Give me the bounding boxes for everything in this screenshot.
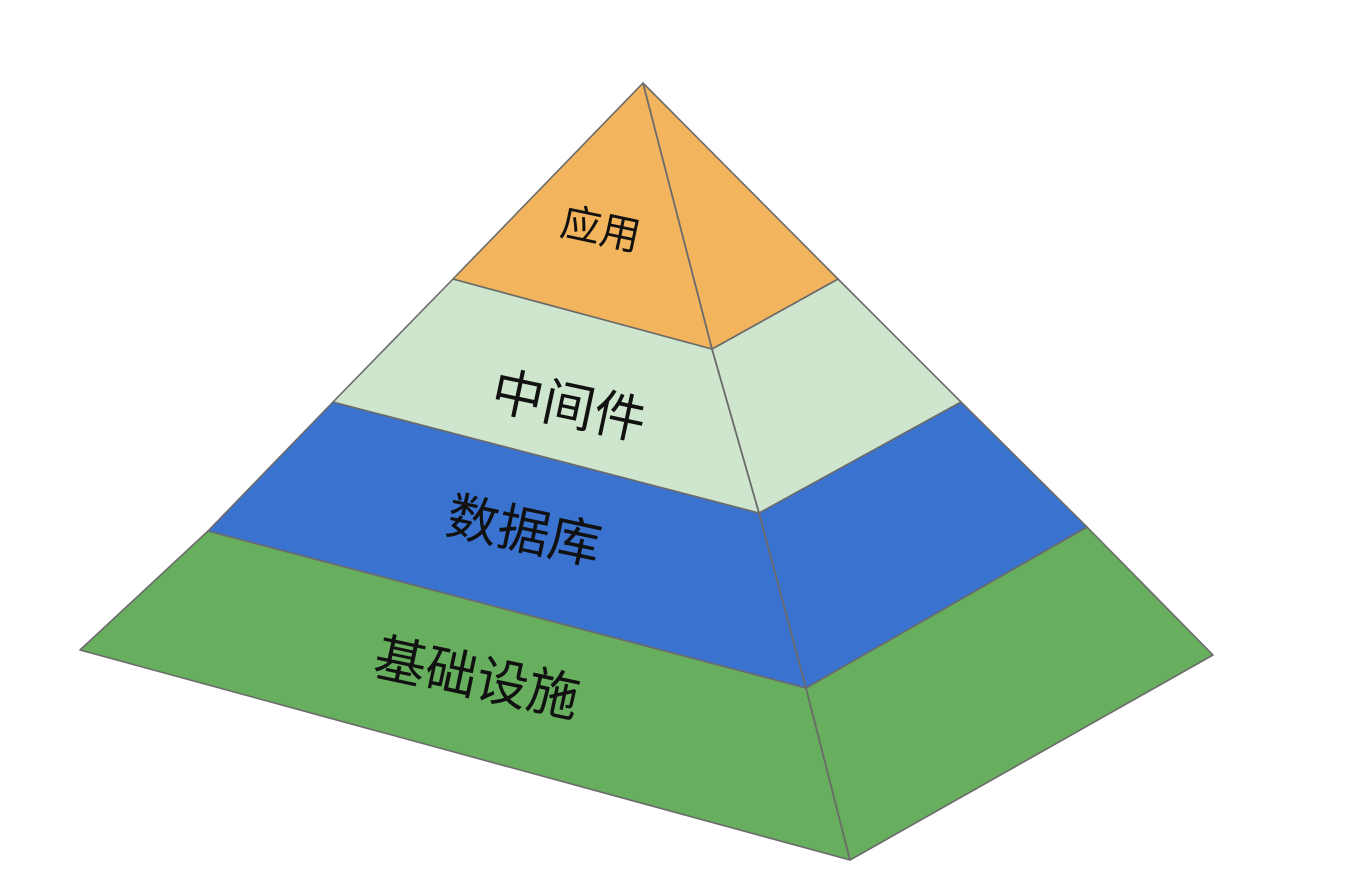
pyramid-ridge-line <box>642 82 851 861</box>
